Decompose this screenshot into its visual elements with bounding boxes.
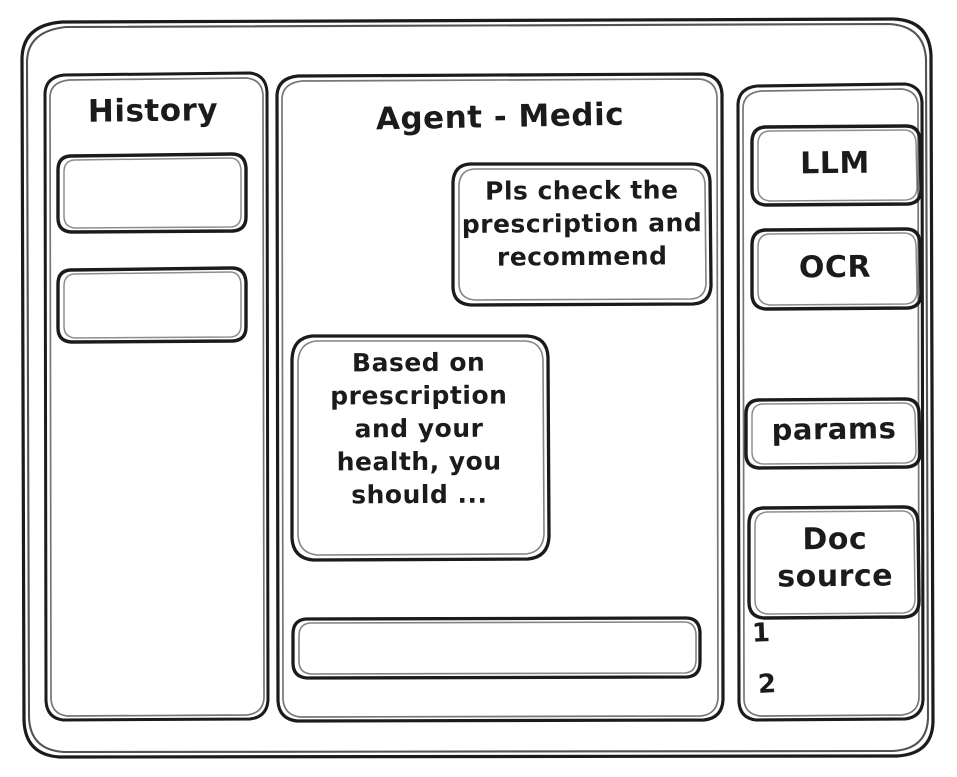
user-message-text: Pls check the prescription and recommend [461,175,703,272]
doc-source-ref-2[interactable]: 2 [757,669,778,701]
page-title: Agent - Medic [375,96,625,138]
tool-params-label: params [771,411,897,447]
assistant-message-text: Based on prescription and your health, y… [330,347,508,510]
tool-ocr-label: OCR [798,249,872,286]
tool-llm-label: LLM [800,145,870,182]
tool-doc-source-label: Doc source [777,521,894,595]
history-item-2[interactable] [58,268,248,344]
composer-input[interactable] [293,618,701,679]
history-item-1[interactable] [58,154,248,234]
history-panel-title: History [87,92,219,130]
doc-source-ref-1[interactable]: 1 [751,618,772,649]
